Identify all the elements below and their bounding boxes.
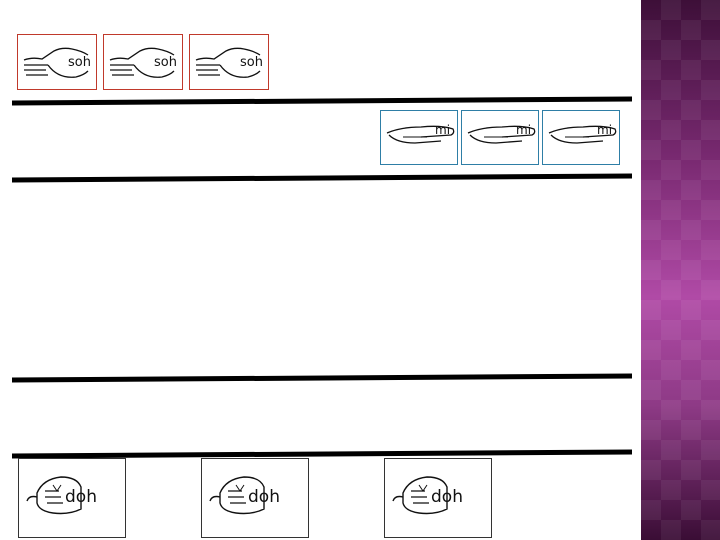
mi-card: mi bbox=[542, 110, 620, 165]
doh-card: doh bbox=[18, 458, 126, 538]
closed-fist-icon bbox=[26, 476, 82, 515]
decorative-side-panel bbox=[641, 0, 720, 540]
soh-label: soh bbox=[68, 55, 91, 70]
open-hand-icon bbox=[109, 47, 175, 78]
open-hand-icon bbox=[23, 47, 89, 78]
mi-card: mi bbox=[380, 110, 458, 165]
soh-label: soh bbox=[240, 55, 263, 70]
doh-label: doh bbox=[431, 487, 463, 507]
closed-fist-icon bbox=[392, 476, 448, 515]
staff-line-2 bbox=[11, 173, 633, 183]
flat-hand-icon bbox=[467, 125, 536, 144]
mi-label: mi bbox=[597, 123, 613, 137]
mi-label: mi bbox=[516, 123, 532, 137]
staff-line-3 bbox=[11, 373, 633, 383]
doh-card: doh bbox=[201, 458, 309, 538]
soh-label: soh bbox=[154, 55, 177, 70]
mi-card: mi bbox=[461, 110, 539, 165]
soh-card: soh bbox=[189, 34, 269, 90]
staff-lines bbox=[11, 96, 633, 459]
flat-hand-icon bbox=[548, 125, 617, 144]
staff-line-4 bbox=[11, 449, 633, 459]
doh-card: doh bbox=[384, 458, 492, 538]
soh-card: soh bbox=[103, 34, 183, 90]
staff-line-1 bbox=[11, 96, 633, 106]
closed-fist-icon bbox=[209, 476, 265, 515]
flat-hand-icon bbox=[386, 125, 455, 144]
doh-label: doh bbox=[248, 487, 280, 507]
mi-label: mi bbox=[435, 123, 451, 137]
doh-label: doh bbox=[65, 487, 97, 507]
soh-card: soh bbox=[17, 34, 97, 90]
open-hand-icon bbox=[195, 47, 261, 78]
